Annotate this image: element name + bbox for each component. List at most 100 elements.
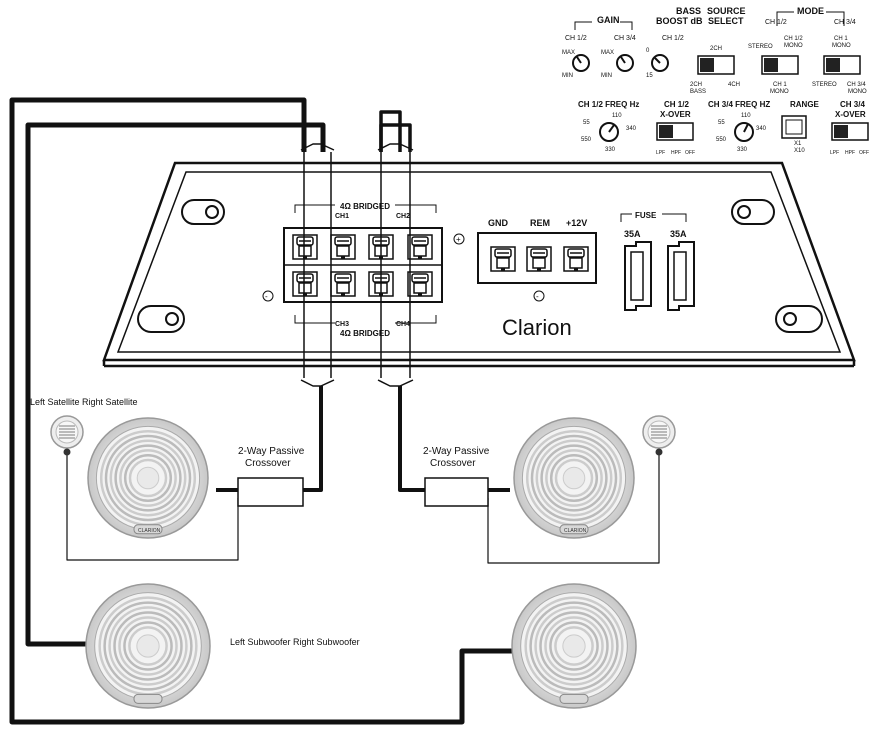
gain-min-label-1: MIN [562, 73, 573, 79]
xover34-title-2: X-OVER [835, 110, 866, 119]
xover12-lpf: LPF [656, 150, 665, 156]
left-crossover [237, 477, 304, 507]
plus12v-terminal[interactable] [563, 246, 589, 272]
mounting-hole-top-right [731, 199, 775, 225]
mode-ch12-label: CH 1/2 [765, 19, 787, 26]
mode-ch34-switch[interactable] [823, 55, 861, 75]
left-subwoofer [85, 583, 211, 709]
freq12-knob[interactable] [599, 122, 619, 142]
source-select-switch[interactable] [697, 55, 735, 75]
bass-boost-zero: 0 [646, 48, 650, 54]
mode-ch34-label: CH 3/4 [834, 19, 856, 26]
xover12-off: OFF [685, 150, 695, 156]
freq34-title: CH 3/4 FREQ HZ [708, 100, 770, 109]
bass-boost-title-1: BASS [676, 6, 701, 16]
fuse-1-rating: 35A [624, 229, 641, 239]
speaker-terminal-bottom-1[interactable] [292, 271, 318, 297]
gain-max-label-1: MAX [562, 50, 575, 56]
speaker-terminal-bottom-2[interactable] [330, 271, 356, 297]
svg-text:-: - [265, 292, 268, 301]
control-panel: GAIN CH 1/2 CH 3/4 MAX MIN MAX MIN BASS … [562, 6, 869, 156]
freq12-340: 340 [626, 126, 637, 132]
mode-ch1-mono-2: MONO [832, 43, 851, 49]
wire-ch2-top [379, 123, 412, 152]
bass-boost-fifteen: 15 [646, 73, 653, 79]
wire-left-subwoofer [25, 122, 326, 647]
ch4-label: CH4 [396, 321, 410, 328]
mode-ch34-mono-2: MONO [848, 89, 867, 95]
gain-ch34-knob[interactable] [616, 54, 634, 72]
ch1-label: CH1 [335, 213, 349, 220]
xover12-switch[interactable] [656, 122, 694, 141]
source-select-bass-label: BASS [690, 89, 706, 95]
bass-boost-ch-label: CH 1/2 [662, 35, 684, 42]
source-select-top-label: 2CH [710, 46, 722, 52]
plus12v-label: +12V [566, 218, 587, 228]
right-subwoofer [511, 583, 637, 709]
source-select-title-1: SOURCE [707, 6, 746, 16]
freq12-330: 330 [605, 147, 616, 153]
xover34-lpf: LPF [830, 150, 839, 156]
freq34-110: 110 [741, 113, 751, 119]
mounting-hole-bottom-left [137, 305, 185, 333]
freq34-550: 550 [716, 137, 727, 143]
mode-title: MODE [797, 6, 824, 16]
gain-title: GAIN [597, 15, 620, 25]
wire-ch2-top-2 [379, 110, 402, 152]
gain-ch34-label: CH 3/4 [614, 35, 636, 42]
mode-stereo-label-1: STEREO [748, 44, 773, 50]
range-x10: X10 [794, 148, 805, 154]
speaker-terminal-bottom-4[interactable] [407, 271, 433, 297]
left-subwoofer-badge [133, 693, 163, 704]
right-crossover-label-2: Crossover [430, 458, 476, 469]
fuse-1[interactable] [624, 241, 652, 311]
wire-right-subwoofer [9, 97, 522, 725]
satellites-label: Left Satellite Right Satellite [30, 397, 138, 407]
fuse-2[interactable] [667, 241, 695, 311]
xover12-hpf: HPF [671, 150, 681, 156]
freq12-550: 550 [581, 137, 592, 143]
mode-mono-bottom: MONO [770, 89, 789, 95]
mode-ch12-mono-2: MONO [784, 43, 803, 49]
freq34-330: 330 [737, 147, 748, 153]
rem-terminal[interactable] [526, 246, 552, 272]
mode-stereo-label-2: STEREO [812, 82, 837, 88]
freq34-55: 55 [718, 120, 725, 126]
wire-right-satellite [487, 455, 660, 564]
freq12-55: 55 [583, 120, 590, 126]
fuse-2-rating: 35A [670, 229, 687, 239]
bass-boost-knob[interactable] [651, 54, 669, 72]
left-satellite-tweeter [50, 415, 84, 456]
speaker-terminal-top-4[interactable] [407, 234, 433, 260]
speaker-terminal-top-2[interactable] [330, 234, 356, 260]
gain-ch12-knob[interactable] [572, 54, 590, 72]
wires [9, 97, 660, 725]
left-crossover-label-1: 2-Way Passive [238, 446, 305, 457]
right-satellite-woofer: CLARION [513, 417, 635, 539]
ch2-label: CH2 [396, 213, 410, 220]
svg-text:+: + [456, 235, 461, 244]
xover34-hpf: HPF [845, 150, 855, 156]
xover34-switch[interactable] [831, 122, 869, 141]
xover12-title-2: X-OVER [660, 110, 691, 119]
freq34-340: 340 [756, 126, 767, 132]
gnd-terminal[interactable] [490, 246, 516, 272]
right-satellite-woofer-badge-text: CLARION [564, 528, 587, 534]
right-crossover [424, 477, 489, 507]
wire-left-crossover-in [303, 386, 323, 492]
wire-right-crossover-in [398, 386, 425, 492]
freq12-110: 110 [612, 113, 622, 119]
minus-mark-2: - [533, 290, 545, 302]
source-select-4ch-label: 4CH [728, 82, 740, 88]
right-satellite-woofer-badge: CLARION [559, 524, 589, 535]
mode-ch34-mono-1: CH 3/4 [847, 82, 866, 88]
right-satellite-tweeter [642, 415, 676, 456]
left-satellite-woofer-badge-text: CLARION [138, 528, 161, 534]
rem-label: REM [530, 218, 550, 228]
mode-ch12-switch[interactable] [761, 55, 799, 75]
freq12-title: CH 1/2 FREQ Hz [578, 100, 639, 109]
freq34-knob[interactable] [734, 122, 754, 142]
range-button[interactable] [781, 115, 807, 139]
speaker-terminal-top-1[interactable] [292, 234, 318, 260]
